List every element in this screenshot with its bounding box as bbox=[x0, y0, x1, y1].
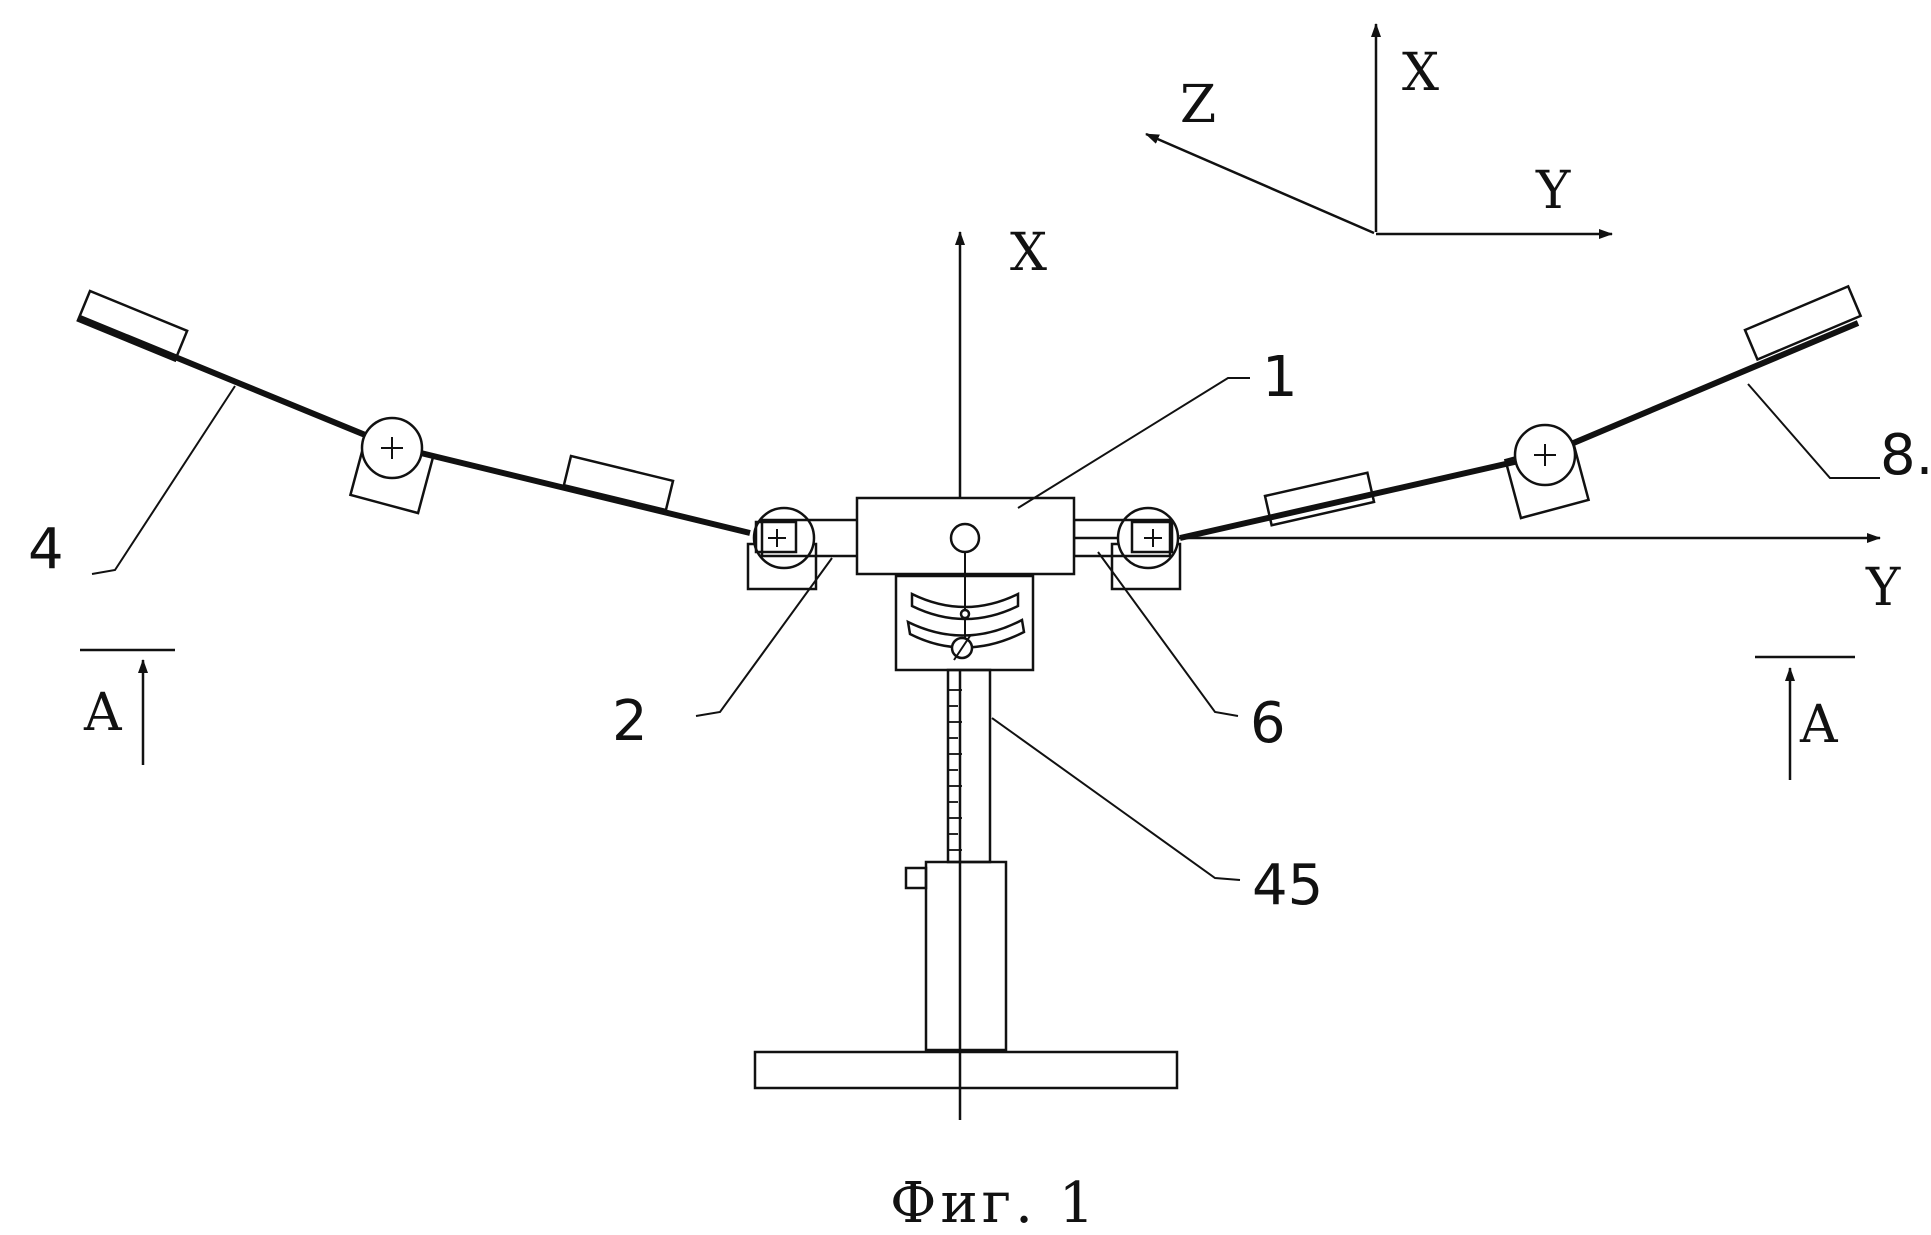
triad-y-label: Y bbox=[1535, 161, 1571, 221]
pendulum-pin bbox=[961, 610, 969, 618]
leader-1-line bbox=[1018, 378, 1250, 508]
figure-caption: Фиг. 1 bbox=[890, 1171, 1098, 1235]
center-pivot bbox=[951, 524, 979, 552]
label-45: 45 bbox=[1252, 853, 1323, 918]
leader-4-line bbox=[92, 386, 235, 574]
central-assembly bbox=[762, 498, 1170, 670]
right-arm bbox=[1112, 286, 1861, 589]
leader-2-line bbox=[696, 558, 832, 716]
sleeve-lock bbox=[906, 868, 926, 888]
label-8: 8. bbox=[1880, 423, 1931, 488]
label-4: 4 bbox=[28, 517, 64, 582]
base-plate bbox=[755, 1052, 1177, 1088]
label-6: 6 bbox=[1250, 691, 1286, 756]
stand bbox=[755, 670, 1177, 1088]
label-2: 2 bbox=[612, 689, 648, 754]
leader-45-line bbox=[992, 718, 1240, 880]
triad-z-axis bbox=[1146, 134, 1374, 233]
left-arm bbox=[78, 291, 816, 589]
main-axes bbox=[960, 232, 1880, 1120]
leader-6-line bbox=[1098, 552, 1238, 716]
triad-x-label: X bbox=[1402, 43, 1439, 103]
base-sleeve bbox=[926, 862, 1006, 1050]
section-left-label: A bbox=[83, 683, 123, 743]
main-y-label: Y bbox=[1865, 558, 1901, 618]
label-1: 1 bbox=[1262, 345, 1298, 410]
leader-8-line bbox=[1748, 384, 1880, 478]
triad-z-label: Z bbox=[1180, 75, 1216, 135]
main-x-label: X bbox=[1010, 223, 1047, 283]
section-right-label: A bbox=[1799, 695, 1839, 755]
